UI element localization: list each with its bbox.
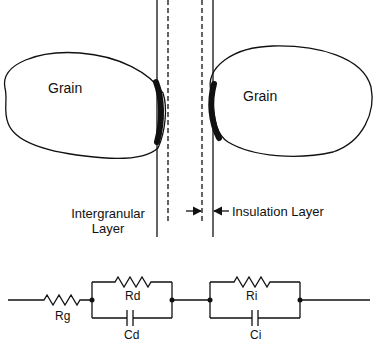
component-label: Ci	[250, 328, 274, 343]
grain-shape: Grain	[203, 42, 375, 162]
grain-outline	[5, 53, 166, 159]
dimension-arrow	[214, 210, 229, 211]
resistor-symbol	[8, 295, 92, 305]
component-label: Rd	[125, 289, 149, 304]
grain-boundary-shade	[156, 82, 161, 142]
component-label: Rg	[55, 309, 79, 324]
layer-label: Intergranular Layer	[62, 206, 154, 236]
grain-label: Grain	[243, 88, 277, 104]
grain-shape: Grain	[0, 48, 168, 163]
grain-outline	[0, 48, 168, 163]
layer-dashed-boundary	[167, 0, 168, 222]
junction-dot	[170, 298, 175, 303]
grain-label: Grain	[48, 80, 82, 96]
layer-boundary	[156, 0, 157, 237]
grain-outline	[210, 46, 372, 156]
junction-dot	[90, 298, 95, 303]
wire	[172, 299, 210, 300]
rc-parallel-symbol	[210, 277, 300, 326]
component-label: Cd	[124, 328, 148, 343]
component-label: Ri	[246, 289, 270, 304]
junction-dot	[298, 298, 303, 303]
rc-parallel-symbol	[92, 277, 172, 326]
grain-boundary-shade	[211, 84, 219, 138]
grain-outline	[203, 42, 375, 162]
equivalent-circuit	[8, 277, 370, 326]
junction-dot	[208, 298, 213, 303]
wire	[300, 299, 370, 300]
layer-dashed-boundary	[201, 0, 202, 222]
layer-label: Insulation Layer	[232, 204, 352, 219]
dimension-arrow	[186, 210, 201, 211]
